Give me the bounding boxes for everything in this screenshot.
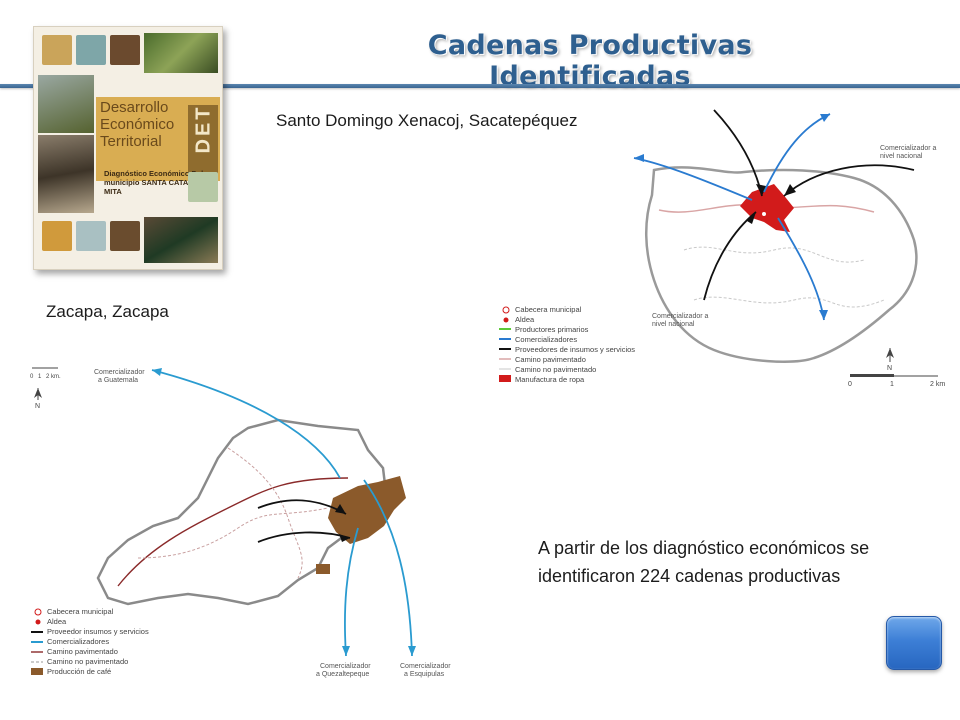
municipality-boundary <box>645 166 918 363</box>
north-arrow-head <box>886 348 894 358</box>
scale-label: 1 <box>890 381 894 388</box>
legend-swatch <box>499 375 511 382</box>
legend-swatch <box>503 317 509 323</box>
blue-arrow <box>344 527 359 657</box>
legend-label: Camino pavimentado <box>47 647 118 656</box>
cabecera-marker <box>761 211 767 217</box>
arrowhead <box>819 310 828 320</box>
black-arrow <box>783 164 915 197</box>
manufactura-area <box>740 184 794 232</box>
scale-bar-zacapa: 0 1 2 km. N <box>30 367 61 410</box>
legend-label: Productores primarios <box>515 325 589 334</box>
blue-arrow <box>633 157 753 201</box>
legend-santo-domingo: Cabecera municipal Aldea Productores pri… <box>499 305 635 384</box>
legend-label: Cabecera municipal <box>47 607 114 616</box>
arrowhead <box>335 504 346 514</box>
cover-tile <box>110 35 140 65</box>
cover-subtitle: Diagnóstico Económico Del municipio SANT… <box>104 169 207 196</box>
legend-label: Aldea <box>515 315 535 324</box>
legend-label: Producción de café <box>47 667 111 676</box>
unpaved-road <box>137 507 329 559</box>
det-cover-image: Desarrollo Económico Territorial DET Dia… <box>33 26 223 270</box>
blue-arrow <box>763 113 831 193</box>
summary-text: A partir de los diagnóstico económicos s… <box>538 538 870 586</box>
cover-photo-coffee <box>144 33 218 73</box>
slide-title: Cadenas Productivas Identificadas <box>427 30 753 92</box>
callout-bottom-line1: Comercializador a <box>652 313 709 320</box>
legend-label: Proveedor insumos y servicios <box>47 627 149 636</box>
arrowhead <box>747 212 756 224</box>
scale-label: 2 km <box>930 381 945 388</box>
cover-tile <box>76 35 106 65</box>
municipality-boundary <box>96 418 388 606</box>
callout-top-line2: nivel nacional <box>880 153 923 160</box>
scale-label: 0 <box>848 381 852 388</box>
next-slide-button[interactable] <box>886 616 942 670</box>
legend-zacapa: Cabecera municipal Aldea Proveedor insum… <box>31 607 149 676</box>
callout-esquipulas-line1: Comercializador <box>400 663 451 670</box>
scale-bar-santo-domingo: 0 1 2 km N <box>848 348 945 388</box>
callout-quezaltepeque-line1: Comercializador <box>320 663 371 670</box>
cover-photo-worker <box>144 217 218 263</box>
cover-tile <box>42 35 72 65</box>
arrowhead <box>820 114 830 122</box>
cover-det-block <box>188 105 218 175</box>
callout-quezaltepeque-line2: a Quezaltepeque <box>316 671 369 678</box>
label-zacapa: Zacapa, Zacapa <box>46 302 169 321</box>
arrowhead <box>152 368 162 376</box>
callout-guatemala-line1: Comercializador <box>94 369 145 376</box>
scale-segment <box>850 374 894 377</box>
arrowhead <box>756 184 766 196</box>
cover-photo-meeting <box>38 135 94 213</box>
cover-tile <box>42 221 72 251</box>
north-label: N <box>35 403 40 410</box>
arrowhead <box>408 646 416 656</box>
cover-tile <box>76 221 106 251</box>
cover-banner-title: Desarrollo Económico Territorial <box>100 99 175 150</box>
legend-label: Camino pavimentado <box>515 355 586 364</box>
paved-road <box>117 477 349 587</box>
legend-swatch <box>34 608 42 616</box>
callout-guatemala-line2: a Guatemala <box>98 377 138 384</box>
north-arrow-head <box>34 388 42 398</box>
map-santo-domingo: Comercializador a nivel nacional Comerci… <box>499 109 945 388</box>
legend-swatch <box>502 306 510 314</box>
legend-label: Proveedores de insumos y servicios <box>515 345 635 354</box>
callout-esquipulas-line2: a Esquipulas <box>404 671 445 678</box>
legend-label: Comercializadores <box>47 637 109 646</box>
black-arrow <box>703 211 757 301</box>
callout-bottom-line2: nivel nacional <box>652 321 695 328</box>
legend-label: Comercializadores <box>515 335 577 344</box>
callout-top-line1: Comercializador a <box>880 145 937 152</box>
map-zacapa: Comercializador a Guatemala Comercializa… <box>30 367 451 678</box>
legend-swatch <box>31 668 43 675</box>
north-label: N <box>887 365 892 372</box>
scale-label: 2 km. <box>46 374 61 380</box>
cover-det-text: DET <box>192 104 215 154</box>
blue-arrow <box>363 479 413 657</box>
arrowhead <box>342 646 350 656</box>
scale-label: 0 <box>30 374 34 380</box>
cover-tile <box>110 221 140 251</box>
arrowhead <box>634 154 644 162</box>
unpaved-road <box>683 246 865 263</box>
arrowhead <box>339 534 350 542</box>
cafe-area <box>328 476 406 544</box>
legend-label: Manufactura de ropa <box>515 375 585 384</box>
title-divider <box>0 84 960 88</box>
blue-arrow <box>151 369 341 479</box>
legend-label: Cabecera municipal <box>515 305 582 314</box>
unpaved-road <box>693 296 885 308</box>
legend-label: Aldea <box>47 617 67 626</box>
arrowhead <box>784 184 796 196</box>
label-santo-domingo: Santo Domingo Xenacoj, Sacatepéquez <box>276 111 578 130</box>
scale-label: 1 <box>38 374 42 380</box>
cover-photo-farm <box>38 75 94 133</box>
cafe-area-small <box>316 564 330 574</box>
legend-label: Camino no pavimentado <box>47 657 128 666</box>
legend-swatch <box>35 619 41 625</box>
cover-tile <box>188 172 218 202</box>
legend-label: Camino no pavimentado <box>515 365 596 374</box>
